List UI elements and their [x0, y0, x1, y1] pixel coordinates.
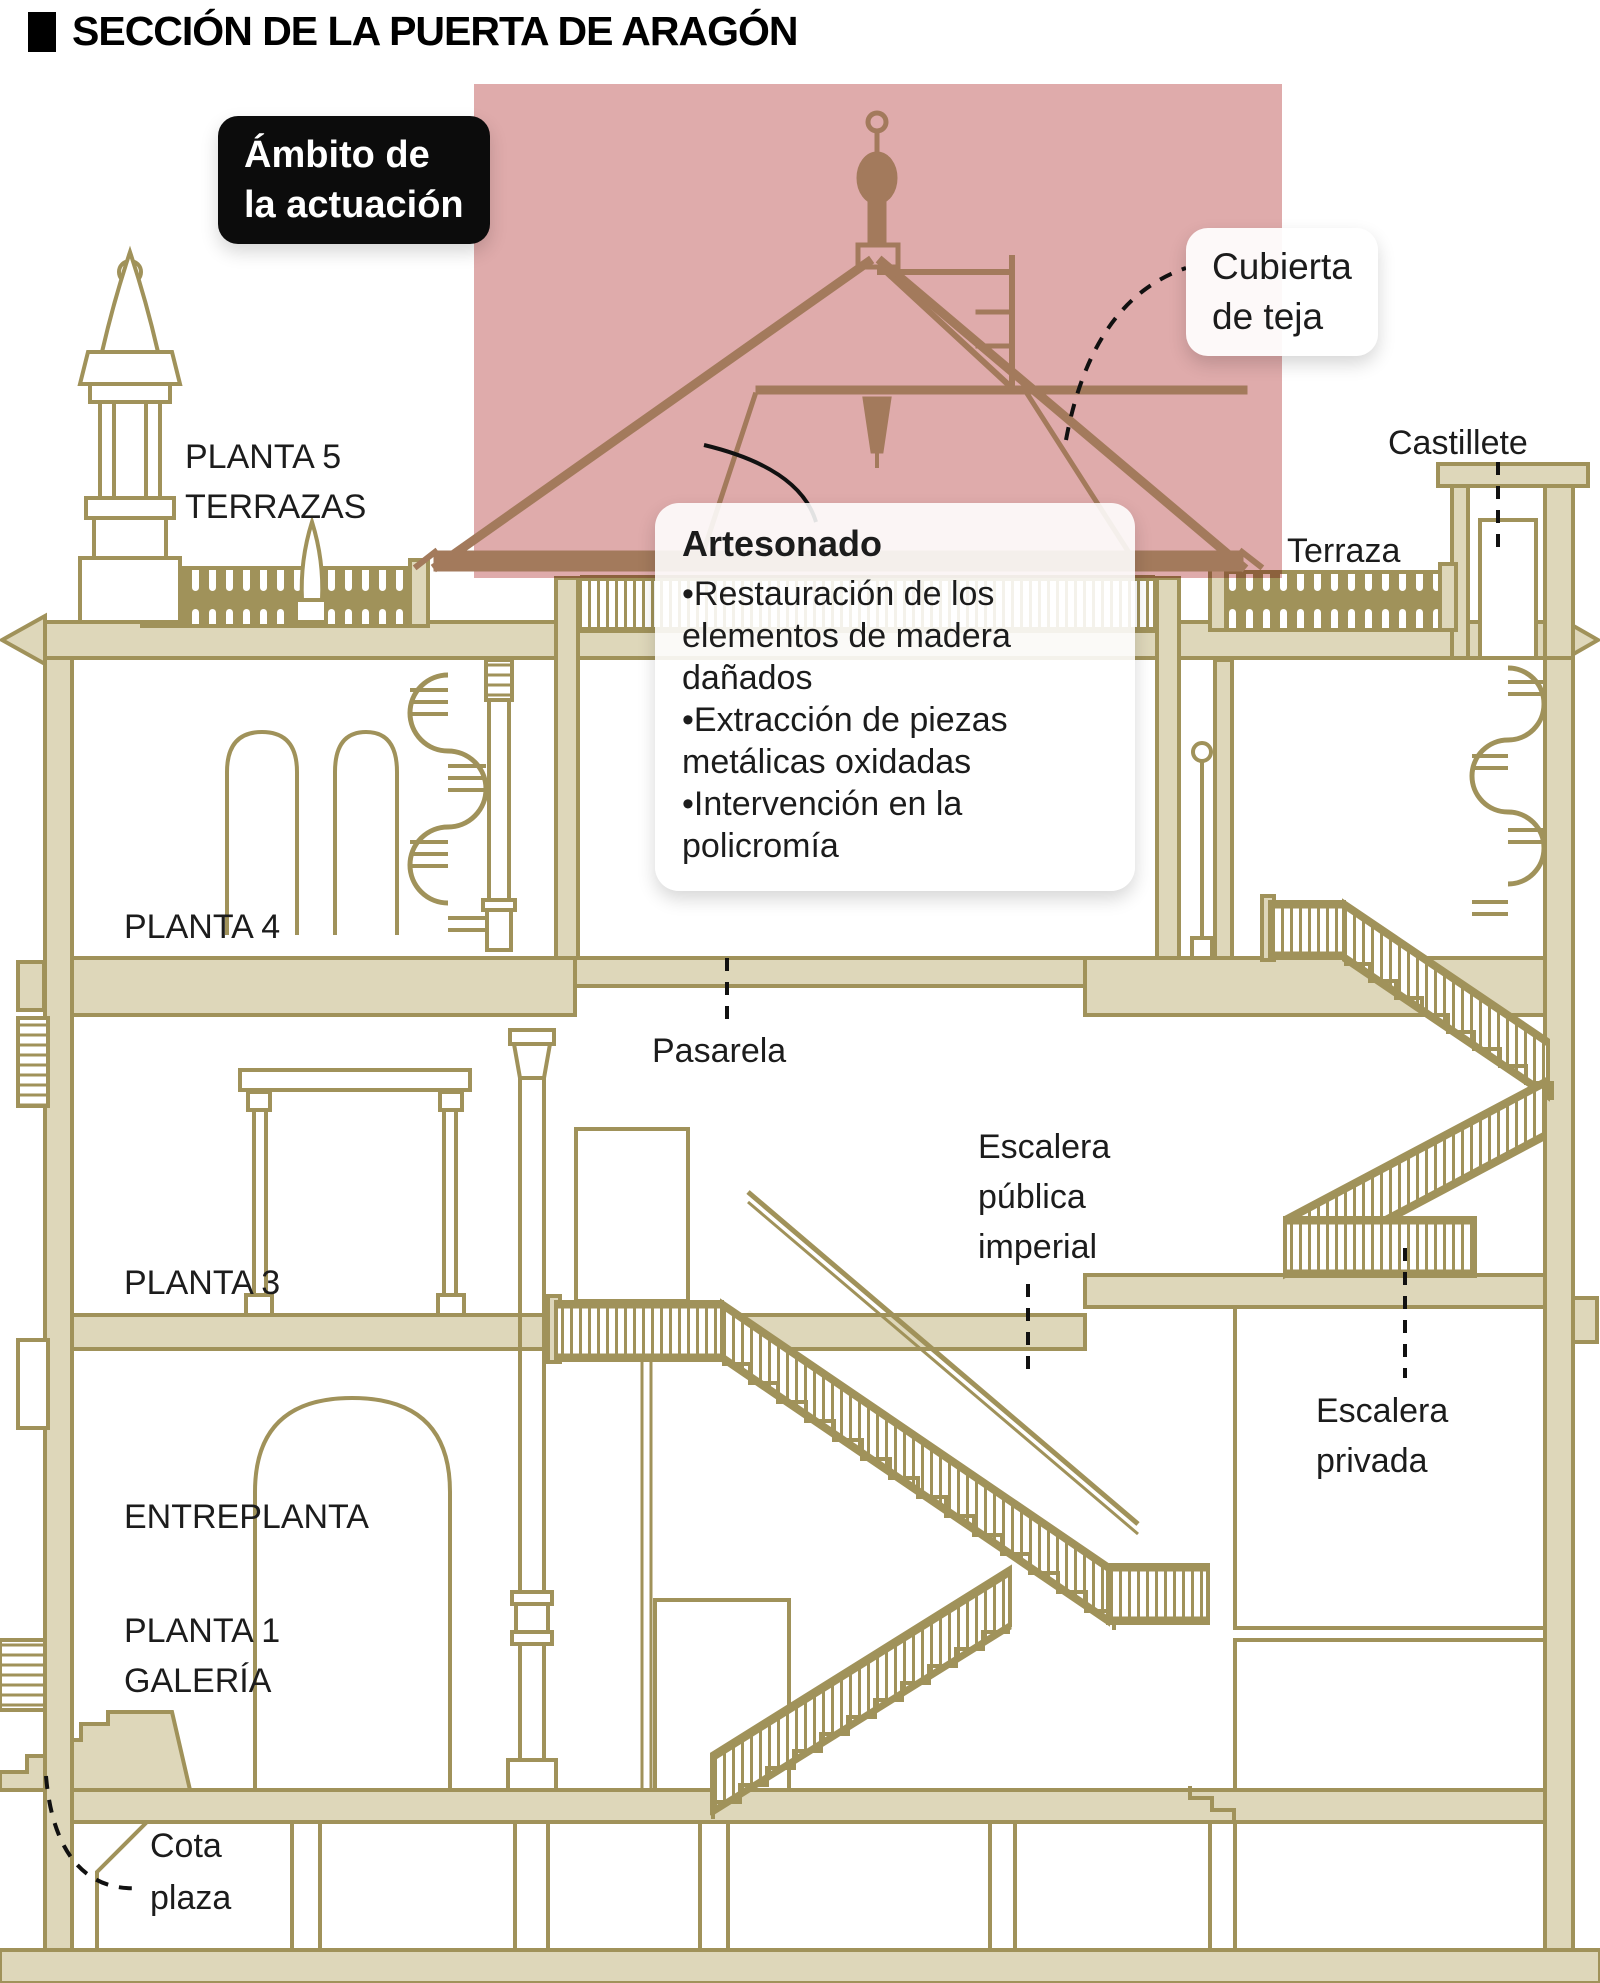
- floor-label-planta3: PLANTA 3: [124, 1264, 281, 1302]
- terraza-label: Terraza: [1287, 532, 1401, 570]
- escalera-privada-label: Escalera privada: [1316, 1392, 1449, 1480]
- cubierta-label: Cubierta de teja: [1212, 246, 1352, 337]
- artesonado-bullet: •Restauración de los elementos de madera…: [682, 575, 1011, 697]
- artesonado-bullet: •Extracción de piezas metálicas oxidadas: [682, 701, 1008, 781]
- artesonado-callout: Artesonado •Restauración de los elemento…: [655, 503, 1135, 891]
- cota-plaza-pointer-dashed: [44, 1775, 141, 1891]
- floor-label-planta4: PLANTA 4: [124, 908, 281, 946]
- floor-label-entreplanta: ENTREPLANTA: [124, 1498, 369, 1536]
- cubierta-pointer-dashed: [1064, 266, 1187, 441]
- ambito-callout: Ámbito de la actuación: [218, 116, 490, 244]
- page-title: SECCIÓN DE LA PUERTA DE ARAGÓN: [72, 8, 798, 54]
- title: SECCIÓN DE LA PUERTA DE ARAGÓN: [28, 8, 798, 55]
- floor-label-planta1-galeria: PLANTA 1 GALERÍA: [124, 1612, 281, 1700]
- castillete-label: Castillete: [1388, 424, 1528, 462]
- artesonado-heading: Artesonado: [682, 523, 883, 564]
- floor-label-planta5-terrazas: PLANTA 5 TERRAZAS: [185, 438, 367, 526]
- title-square-icon: [28, 12, 56, 52]
- ambito-label: Ámbito de la actuación: [244, 134, 464, 226]
- cubierta-callout: Cubierta de teja: [1186, 228, 1378, 356]
- pasarela-label: Pasarela: [652, 1032, 787, 1070]
- artesonado-bullet: •Intervención en la policromía: [682, 785, 963, 865]
- cota-plaza-label: Cota plaza: [150, 1827, 232, 1917]
- escalera-publica-label: Escalera pública imperial: [978, 1128, 1111, 1266]
